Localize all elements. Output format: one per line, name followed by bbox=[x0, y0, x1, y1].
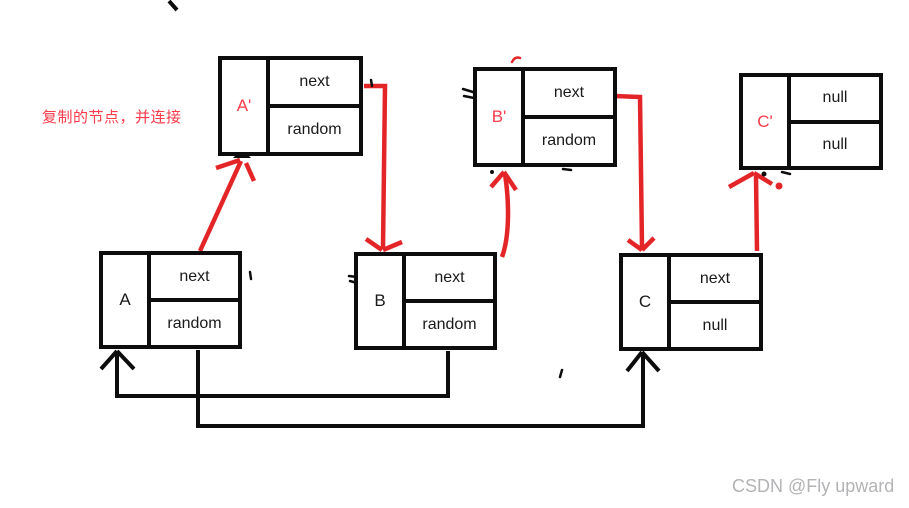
node-c-null-cell: null bbox=[702, 316, 728, 334]
node-b-random-cell: random bbox=[422, 315, 477, 333]
node-a-fields: next random bbox=[151, 255, 238, 345]
arrow-a-copy-next-to-b bbox=[364, 83, 403, 253]
node-a-random-cell: random bbox=[167, 314, 222, 332]
node-c-copy: C' null null bbox=[739, 73, 883, 170]
scribble-left-of-b-copy bbox=[461, 87, 476, 100]
node-b-fields: next random bbox=[406, 256, 493, 346]
tick-right-of-a-copy bbox=[369, 78, 374, 88]
node-a-copy-fields: next random bbox=[270, 60, 359, 152]
red-squiggle-above-b-copy bbox=[510, 56, 522, 64]
node-a: A next random bbox=[99, 251, 242, 349]
annotation-copied-nodes: 复制的节点，并连接 bbox=[42, 109, 182, 126]
node-b-copy-fields: next random bbox=[525, 71, 613, 163]
node-b-label: B bbox=[358, 256, 406, 346]
stray-pen-stroke-top-left bbox=[167, 0, 179, 12]
node-a-copy-label: A' bbox=[222, 60, 270, 152]
node-b-copy-random-cell: random bbox=[541, 132, 597, 149]
node-a-copy-random-cell: random bbox=[287, 121, 342, 138]
tick-mid-bottom bbox=[558, 368, 564, 379]
node-b-next-cell: next bbox=[406, 256, 493, 303]
node-a-copy-next-cell: next bbox=[270, 60, 359, 108]
node-c-copy-next-cell: null bbox=[791, 77, 879, 124]
connector-a-random-to-c-arrow bbox=[196, 350, 661, 428]
node-c-next-cell: next bbox=[671, 257, 759, 304]
node-b-copy-next-cell: next bbox=[525, 71, 613, 119]
connector-b-random-to-a-arrow bbox=[99, 349, 450, 398]
tick-right-of-a bbox=[248, 270, 253, 281]
node-a-next-cell: next bbox=[151, 255, 238, 302]
dot-below-c-copy-left bbox=[761, 171, 767, 177]
arrow-b-to-b-copy bbox=[489, 170, 518, 258]
node-a-label: A bbox=[103, 255, 151, 345]
node-b-copy: B' next random bbox=[473, 67, 617, 167]
node-a-copy: A' next random bbox=[218, 56, 363, 156]
arrow-c-to-c-copy bbox=[727, 171, 774, 252]
tick-below-b-copy bbox=[561, 167, 573, 172]
csdn-watermark: CSDN @Fly upward bbox=[732, 476, 895, 496]
node-c-label: C bbox=[623, 257, 671, 347]
node-c-copy-label: C' bbox=[743, 77, 791, 166]
node-b-copy-label: B' bbox=[477, 71, 525, 163]
dot-below-b-copy-left bbox=[490, 170, 494, 174]
node-c: C next null bbox=[619, 253, 763, 351]
node-c-copy-fields: null null bbox=[791, 77, 879, 166]
arrow-a-to-a-copy bbox=[197, 157, 257, 252]
red-dot-below-c-copy bbox=[775, 182, 783, 190]
dash-below-c-copy bbox=[780, 170, 792, 176]
node-c-fields: next null bbox=[671, 257, 759, 347]
node-b: B next random bbox=[354, 252, 497, 350]
arrow-b-copy-next-to-c bbox=[614, 93, 656, 252]
node-c-copy-null-cell: null bbox=[822, 135, 848, 153]
